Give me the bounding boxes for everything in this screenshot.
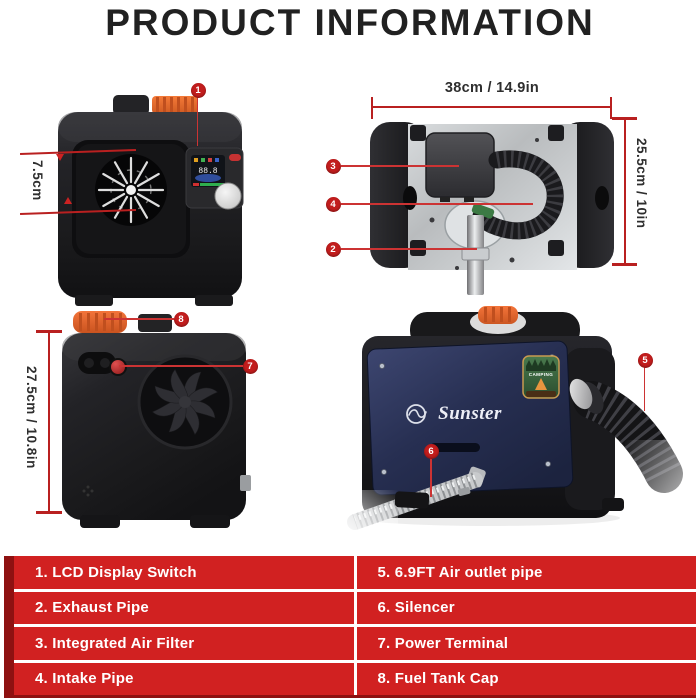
dimension-width-tick-left — [371, 97, 373, 119]
fuel-tank-cap — [73, 311, 127, 333]
angled-heater-body: CAMPING — [340, 306, 700, 540]
dimension-depth-label: 25.5cm / 10in — [634, 138, 649, 229]
control-knob — [214, 182, 242, 210]
legend-item-7: 7. Power Terminal — [356, 627, 696, 660]
top-vent — [138, 314, 172, 332]
callout-3-badge: 3 — [325, 158, 341, 174]
callout-1-badge: 1 — [190, 82, 206, 98]
logo-mark — [406, 404, 427, 424]
green-clamp — [471, 203, 495, 219]
side-heater-body — [62, 311, 251, 528]
dimension-height-line — [48, 331, 50, 513]
air-filter-box — [425, 132, 495, 202]
callout-2-line — [341, 248, 477, 250]
callout-4-badge: 4 — [325, 196, 341, 212]
dimension-height-tick-bottom — [36, 511, 62, 514]
dimension-width-tick-right — [610, 97, 612, 119]
legend-item-8: 8. Fuel Tank Cap — [356, 662, 696, 695]
power-button — [229, 154, 241, 161]
fuel-cap-top — [152, 96, 198, 114]
dimension-depth-line — [624, 119, 626, 265]
callout-2-badge: 2 — [325, 241, 341, 257]
badge-text: CAMPING — [529, 372, 554, 377]
lcd-digits: 88.8 — [198, 167, 217, 176]
legend-item-1: 1. LCD Display Switch — [14, 556, 354, 589]
dimension-fan-arrow-up — [64, 197, 72, 204]
corner-brackets — [410, 125, 564, 256]
page-title: PRODUCT INFORMATION — [105, 2, 595, 43]
legend-item-5: 5. 6.9FT Air outlet pipe — [356, 556, 696, 589]
dimension-fan-arrow-down — [56, 154, 64, 161]
front-panel — [366, 340, 574, 496]
callout-6-line — [430, 458, 432, 497]
dimension-width-line — [372, 106, 612, 108]
carry-handle — [113, 95, 149, 115]
angled-view-photo: CAMPING — [340, 306, 700, 540]
legend-item-4: 4. Intake Pipe — [14, 662, 354, 695]
callout-1-line — [196, 96, 199, 146]
dimension-depth-tick-top — [612, 117, 637, 120]
side-fitting — [240, 475, 251, 491]
legend-table: 1. LCD Display Switch 5. 6.9FT Air outle… — [4, 556, 696, 698]
dimension-height-tick-top — [36, 330, 62, 333]
callout-8-badge: 8 — [173, 311, 189, 327]
legend-item-6: 6. Silencer — [356, 591, 696, 624]
panel-slot — [430, 443, 480, 452]
callout-3-line — [341, 165, 459, 167]
callout-7-badge: 7 — [242, 358, 258, 374]
air-outlet-pipe — [569, 378, 700, 540]
front-view-photo: 88.8 — [58, 95, 244, 306]
callout-7-line — [119, 365, 243, 367]
dimension-depth-tick-bottom — [612, 263, 637, 266]
power-terminal — [109, 358, 127, 376]
dimension-width-label: 38cm / 14.9in — [444, 80, 540, 96]
side-view-photo — [62, 311, 251, 528]
callout-4-line — [341, 203, 533, 205]
brand-label: Sunster — [438, 403, 502, 424]
lcd-control-panel: 88.8 — [185, 147, 244, 210]
pinwheel-fan — [137, 354, 233, 450]
intake-hose — [472, 150, 564, 240]
exhaust-pipe — [461, 215, 490, 295]
callout-5-line — [643, 367, 646, 411]
bottom-view-photo — [370, 122, 614, 295]
dimension-height-label: 27.5cm / 10.8in — [24, 366, 39, 469]
callout-8-line — [104, 318, 174, 320]
front-heater-body: 88.8 — [58, 95, 244, 306]
bottom-heater-body — [370, 122, 614, 295]
dimension-fan-outlet-label: 7.5cm — [30, 160, 45, 201]
callout-6-badge: 6 — [423, 443, 439, 459]
fan-outlet — [95, 154, 167, 226]
legend-item-2: 2. Exhaust Pipe — [14, 591, 354, 624]
camping-badge: CAMPING — [522, 355, 560, 399]
legend-item-3: 3. Integrated Air Filter — [14, 627, 354, 660]
callout-5-badge: 5 — [637, 352, 653, 368]
